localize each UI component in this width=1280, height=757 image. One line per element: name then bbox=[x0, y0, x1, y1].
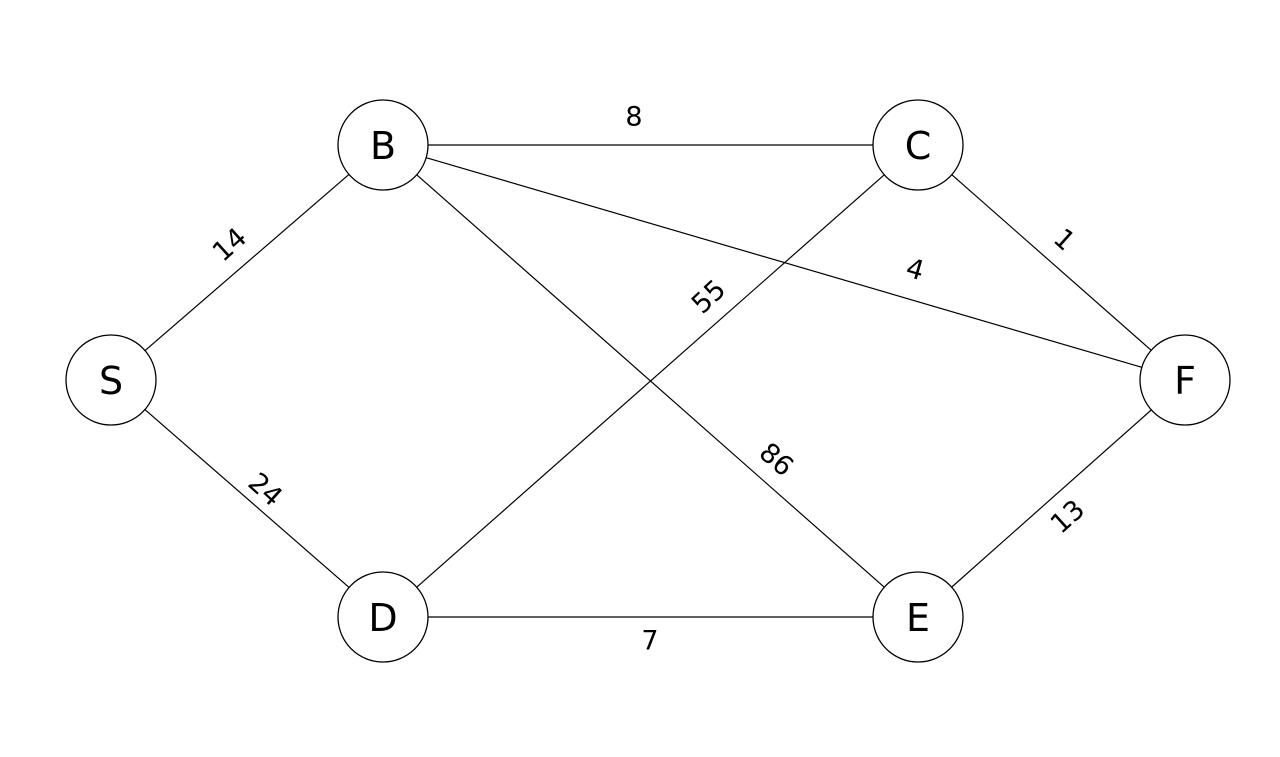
node-circle-e bbox=[872, 571, 964, 663]
edge-weight-s-d: 24 bbox=[242, 467, 288, 513]
edge-s-d bbox=[144, 409, 350, 588]
edge-weight-b-e: 86 bbox=[753, 437, 799, 483]
node-circle-d bbox=[337, 571, 429, 663]
node-e: E bbox=[872, 571, 964, 663]
node-label-c: C bbox=[905, 124, 932, 168]
node-s: S bbox=[65, 334, 157, 426]
node-circle-s bbox=[65, 334, 157, 426]
node-circle-c bbox=[872, 99, 964, 191]
edge-s-b bbox=[144, 173, 350, 352]
edge-weight-c-d: 55 bbox=[686, 274, 732, 320]
node-c: C bbox=[872, 99, 964, 191]
edges-layer bbox=[144, 144, 1152, 618]
node-label-b: B bbox=[370, 124, 396, 168]
edge-weight-e-f: 13 bbox=[1045, 494, 1091, 540]
edge-weight-c-f: 1 bbox=[1047, 223, 1081, 258]
node-label-e: E bbox=[906, 596, 930, 640]
node-f: F bbox=[1139, 334, 1231, 426]
node-circle-b bbox=[337, 99, 429, 191]
node-d: D bbox=[337, 571, 429, 663]
edge-c-f bbox=[951, 174, 1152, 351]
edge-weight-b-c: 8 bbox=[625, 102, 642, 133]
edge-e-f bbox=[951, 409, 1152, 588]
edge-weight-b-f: 4 bbox=[902, 253, 927, 288]
node-circle-f bbox=[1139, 334, 1231, 426]
node-label-s: S bbox=[99, 359, 123, 403]
node-b: B bbox=[337, 99, 429, 191]
edge-c-d bbox=[416, 174, 885, 588]
nodes-layer: S B C D E F bbox=[65, 99, 1231, 663]
node-label-d: D bbox=[368, 596, 397, 640]
node-label-f: F bbox=[1174, 359, 1196, 403]
edge-weight-d-e: 7 bbox=[641, 626, 658, 657]
edge-weight-s-b: 14 bbox=[207, 222, 253, 268]
